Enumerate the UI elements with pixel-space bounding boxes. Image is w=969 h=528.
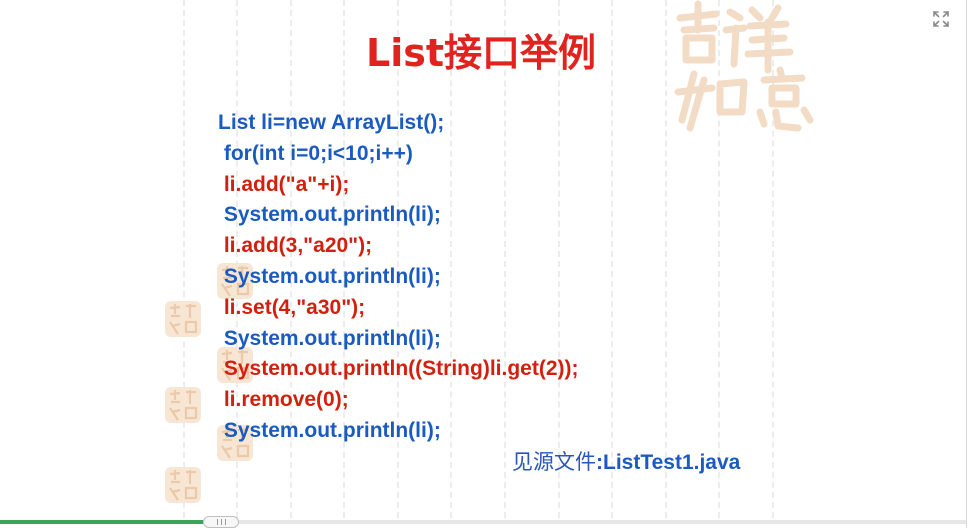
grip-line (216, 519, 218, 525)
slide-title: List接口举例 (0, 22, 966, 77)
code-line: li.add(3,"a20"); (218, 234, 373, 258)
background-dash-line (450, 0, 452, 518)
grip-line (224, 519, 226, 525)
source-file-name: :ListTest1.java (596, 451, 741, 474)
slide-progress-fill (0, 520, 203, 524)
code-line: System.out.println(li); (218, 203, 441, 227)
source-file-note: 见源文件:ListTest1.java (512, 446, 740, 476)
fullscreen-button[interactable] (930, 8, 952, 30)
seal-watermark (674, 0, 814, 132)
background-dash-line (397, 0, 399, 518)
background-dash-line (504, 0, 506, 518)
code-block: List li=new ArrayList(); for(int i=0;i<1… (218, 108, 578, 447)
scroll-handle[interactable] (203, 516, 239, 528)
slide: List接口举例 List li=new ArrayList(); for(in… (0, 0, 966, 518)
background-dash-line (558, 0, 560, 518)
code-line: System.out.println(li); (218, 418, 441, 442)
expand-icon (933, 11, 949, 27)
background-dash-line (718, 0, 720, 518)
seal-stamp (165, 467, 201, 503)
background-dash-line (665, 0, 667, 518)
code-line: for(int i=0;i<10;i++) (218, 141, 413, 165)
viewer-border (966, 0, 967, 528)
background-dash-line (236, 0, 238, 518)
code-line: System.out.println(li); (218, 326, 441, 350)
grip-line (220, 519, 222, 525)
code-line: List li=new ArrayList(); (218, 111, 445, 134)
seal-stamp (165, 387, 201, 423)
code-line: System.out.println((String)li.get(2)); (218, 357, 579, 381)
background-dash-line (343, 0, 345, 518)
slide-title-text: List接口举例 (365, 31, 597, 75)
seal-stamp (217, 425, 253, 461)
code-line: li.remove(0); (218, 388, 349, 412)
background-dash-line (183, 0, 185, 518)
seal-stamp (217, 263, 253, 299)
slide-progress-track[interactable] (0, 520, 966, 524)
code-line: li.set(4,"a30"); (218, 295, 366, 319)
seal-stamp (217, 347, 253, 383)
background-dash-line (772, 0, 774, 518)
code-line: System.out.println(li); (218, 264, 441, 288)
code-line: li.add("a"+i); (218, 172, 350, 196)
background-dash-line (290, 0, 292, 518)
background-dash-line (611, 0, 613, 518)
seal-stamp (165, 301, 201, 337)
source-file-prefix: 见源文件 (512, 450, 596, 474)
